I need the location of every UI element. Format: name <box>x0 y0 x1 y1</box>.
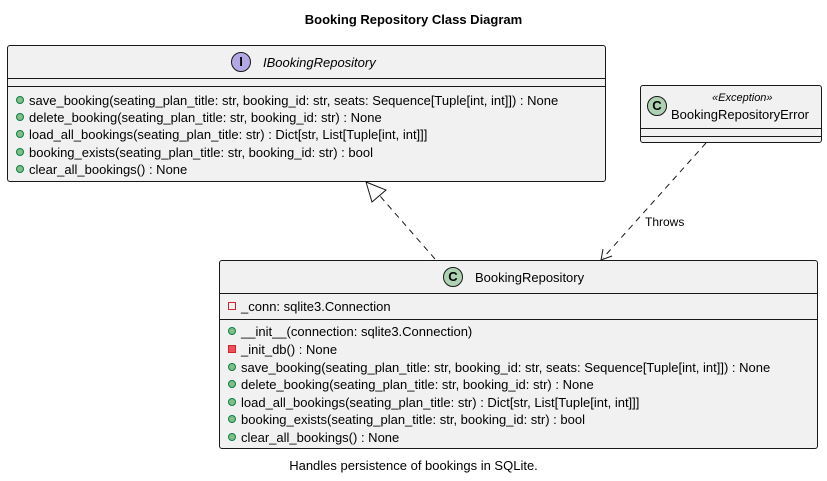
public-visibility-icon <box>16 148 24 156</box>
class-method: delete_booking(seating_plan_title: str, … <box>228 376 594 393</box>
public-visibility-icon <box>228 380 236 388</box>
class-badge-icon: C <box>647 96 667 116</box>
exception-box-bookingrepositoryerror: C «Exception» BookingRepositoryError <box>640 85 822 143</box>
public-visibility-icon <box>228 363 236 371</box>
diagram-title: Booking Repository Class Diagram <box>304 12 523 27</box>
class-methods-separator <box>220 319 817 320</box>
interface-badge-icon: I <box>231 52 251 72</box>
public-visibility-icon <box>16 130 24 138</box>
class-box-bookingrepository: C BookingRepository _conn: sqlite3.Conne… <box>219 260 818 449</box>
exception-methods-separator <box>641 136 821 137</box>
class-name: BookingRepository <box>475 270 585 285</box>
throws-edge <box>602 142 707 259</box>
public-visibility-icon <box>16 165 24 173</box>
exception-stereotype: «Exception» <box>712 92 773 104</box>
interface-method: booking_exists(seating_plan_title: str, … <box>16 144 373 161</box>
class-badge-icon: C <box>443 267 463 287</box>
exception-name: BookingRepositoryError <box>671 107 810 122</box>
class-method: save_booking(seating_plan_title: str, bo… <box>228 359 770 376</box>
throws-edge-label: Throws <box>645 215 684 229</box>
class-method: load_all_bookings(seating_plan_title: st… <box>228 394 639 411</box>
interface-box-ibookingrepository: I IBookingRepository save_booking(seatin… <box>7 45 606 182</box>
class-method: clear_all_bookings() : None <box>228 429 399 446</box>
interface-methods-separator <box>8 86 605 87</box>
public-visibility-icon <box>228 327 236 335</box>
interface-name: IBookingRepository <box>263 55 376 70</box>
class-field: _conn: sqlite3.Connection <box>228 298 391 315</box>
private-field-icon <box>228 302 236 310</box>
interface-method: delete_booking(seating_plan_title: str, … <box>16 109 382 126</box>
public-visibility-icon <box>228 398 236 406</box>
interface-method: clear_all_bookings() : None <box>16 161 187 178</box>
interface-method: save_booking(seating_plan_title: str, bo… <box>16 92 558 109</box>
realization-arrowhead <box>365 181 387 203</box>
diagram-footer-note: Handles persistence of bookings in SQLit… <box>289 458 538 473</box>
interface-fields-separator <box>8 78 605 79</box>
public-visibility-icon <box>16 113 24 121</box>
public-visibility-icon <box>228 415 236 423</box>
class-method: __init__(connection: sqlite3.Connection) <box>228 323 472 340</box>
private-method-icon <box>228 345 236 353</box>
throws-arrowhead <box>600 248 613 261</box>
public-visibility-icon <box>228 433 236 441</box>
class-method: _init_db() : None <box>228 341 337 358</box>
class-fields-separator <box>220 293 817 294</box>
interface-method: load_all_bookings(seating_plan_title: st… <box>16 126 427 143</box>
exception-fields-separator <box>641 128 821 129</box>
public-visibility-icon <box>16 96 24 104</box>
class-method: booking_exists(seating_plan_title: str, … <box>228 411 585 428</box>
realization-edge <box>379 195 436 260</box>
